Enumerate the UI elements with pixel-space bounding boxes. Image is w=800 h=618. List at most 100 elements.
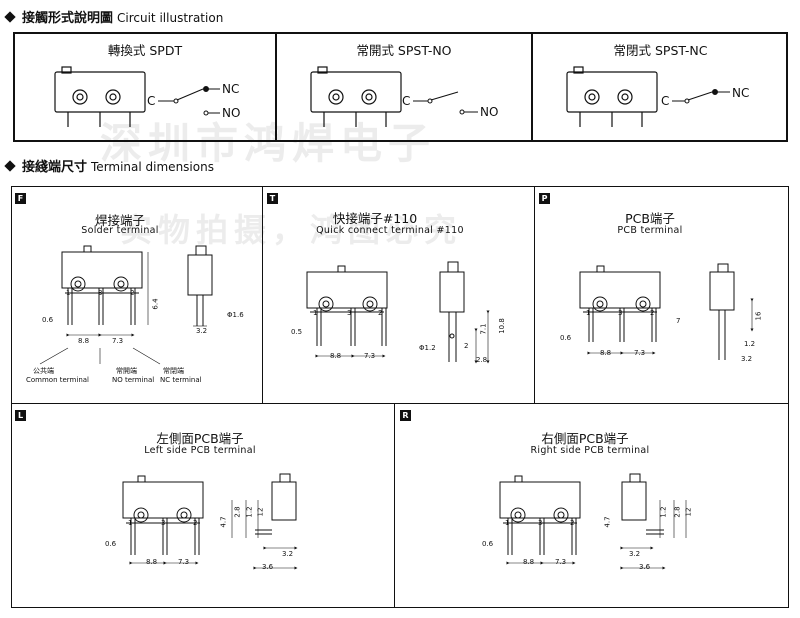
spst-nc-nc-label: NC <box>732 86 750 100</box>
panel-f-subtitle: Solder terminal <box>81 225 159 236</box>
legend-no-en: NO terminal <box>112 376 155 384</box>
panel-f-title: 焊接端子 <box>94 213 145 228</box>
dim-h1: 16 <box>754 311 763 321</box>
dim-pitch1: 0.6 <box>42 316 54 324</box>
dim-d2: 1.2 <box>659 506 668 518</box>
badge-l: L <box>15 410 26 421</box>
dim-len2: 10.8 <box>497 318 506 334</box>
spdt-switch-body <box>54 66 146 127</box>
pin-label: 3 <box>618 309 623 317</box>
dim-width: 2.8 <box>476 356 488 364</box>
spst-nc-common-label: C <box>661 94 670 108</box>
badge-r: R <box>400 410 411 421</box>
panel-p-front-view <box>579 265 661 355</box>
panel-f-front-view <box>39 245 161 365</box>
panel-l-front-view <box>122 475 204 565</box>
dim-pitch1: 0.5 <box>291 328 303 336</box>
badge-p: P <box>539 193 550 204</box>
spst-no-schematic <box>413 91 478 115</box>
pin-label: 2 <box>570 519 575 527</box>
pin-label: 2 <box>650 309 655 317</box>
pin-label: 2 <box>378 309 383 317</box>
panel-r <box>394 403 789 608</box>
spdt-common-label: C <box>147 94 156 108</box>
pin-label: 1 <box>66 289 71 297</box>
spdt-nc-label: NC <box>222 82 240 96</box>
pin-label: 1 <box>586 309 591 317</box>
dim-pitch2: 8.8 <box>523 558 535 566</box>
spdt-no-label: NO <box>222 106 241 120</box>
spst-no-title: 常開式 SPST-NO <box>356 43 452 58</box>
dim-d6: 3.6 <box>639 563 651 571</box>
panel-r-side-view <box>620 473 687 570</box>
panel-t-front-view <box>306 265 388 358</box>
dim-pitch3: 7.3 <box>178 558 190 566</box>
circuit-divider <box>531 32 533 142</box>
panel-l-side-view <box>231 473 298 570</box>
circuit-divider <box>275 32 277 142</box>
dim-pitch3: 7.3 <box>634 349 646 357</box>
panel-p-side-view <box>709 263 754 360</box>
dim-d1: 4.7 <box>603 516 612 528</box>
dim-pitch1: 0.6 <box>482 540 494 548</box>
terminal-title-en: Terminal dimensions <box>91 160 214 174</box>
panel-p-title: PCB端子 <box>625 211 675 226</box>
panel-r-title: 右側面PCB端子 <box>541 431 629 446</box>
dim-thick: 2 <box>464 342 469 350</box>
dim-d2: 2.8 <box>233 506 242 518</box>
legend-nc-en: NC terminal <box>160 376 202 384</box>
badge-f: F <box>15 193 26 204</box>
panel-p-subtitle: PCB terminal <box>617 225 683 236</box>
dim-pitch2: 8.8 <box>146 558 158 566</box>
circuit-frame <box>13 32 788 142</box>
panel-r-front-view <box>499 475 581 565</box>
dim-d6: 3.6 <box>262 563 274 571</box>
spst-no-common-label: C <box>402 94 411 108</box>
spst-no-switch-body <box>310 66 402 127</box>
dim-pitch2: 8.8 <box>330 352 342 360</box>
spst-nc-schematic <box>672 89 730 104</box>
pin-label: 3 <box>347 309 352 317</box>
dim-h2: 1.2 <box>744 340 756 348</box>
panel-t-title: 快接端子#110 <box>332 211 418 226</box>
spdt-schematic <box>158 86 220 116</box>
spdt-title: 轉換式 SPDT <box>107 43 183 58</box>
dim-d3: 2.8 <box>673 506 682 518</box>
dim-len1: 7 <box>676 317 681 325</box>
pin-label: 1 <box>505 519 510 527</box>
dim-hole: Φ1.6 <box>227 311 244 319</box>
watermark-line-1: 深圳市鸿焊电子 <box>100 119 437 168</box>
circuit-title-zh: 接觸形式說明圖 <box>22 11 114 26</box>
circuit-title-en: Circuit illustration <box>117 11 224 25</box>
dim-hole: Φ1.2 <box>419 344 436 352</box>
dim-width: 3.2 <box>196 327 208 335</box>
spst-nc-switch-body <box>566 66 658 127</box>
terminal-title-zh: 接綫端尺寸 <box>22 160 88 175</box>
pin-label: 2 <box>193 519 198 527</box>
pin-label: 1 <box>128 519 133 527</box>
dim-pitch2: 8.8 <box>600 349 612 357</box>
dim-d5: 3.2 <box>629 550 641 558</box>
watermark-line-2: 实物拍摄，鸿图必究 <box>120 211 463 249</box>
panel-r-subtitle: Right side PCB terminal <box>530 445 650 456</box>
panel-l-title: 左側面PCB端子 <box>156 431 244 446</box>
legend-common-en: Common terminal <box>26 376 89 384</box>
spst-no-no-label: NO <box>480 105 499 119</box>
dim-d4: 12 <box>256 507 265 517</box>
pin-label: 1 <box>313 309 318 317</box>
dim-pitch3: 7.3 <box>112 337 124 345</box>
legend-nc-zh: 常閉端 <box>163 367 184 375</box>
panel-l-subtitle: Left side PCB terminal <box>144 445 256 456</box>
pin-label: 3 <box>161 519 166 527</box>
dim-pitch1: 0.6 <box>560 334 572 342</box>
dim-len1: 7.1 <box>479 323 488 335</box>
pin-label: 2 <box>130 289 135 297</box>
dim-pitch3: 7.3 <box>364 352 376 360</box>
dim-pitch2: 8.8 <box>78 337 90 345</box>
legend-no-zh: 常開端 <box>116 367 137 375</box>
dim-d4: 12 <box>684 507 693 517</box>
